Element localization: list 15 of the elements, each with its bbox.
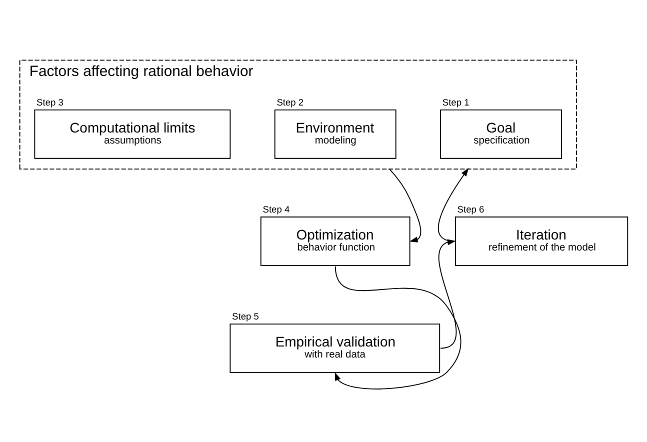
node-label: Step 4 <box>262 204 290 214</box>
node-label: Step 6 <box>457 204 484 214</box>
arrow <box>438 168 469 242</box>
node-label: Step 1 <box>442 97 470 108</box>
node-box: Environment modeling <box>274 110 396 159</box>
node-box: Goal specification <box>440 110 562 159</box>
node-box: Iteration refinement of the model <box>454 216 628 266</box>
arrow <box>389 168 422 242</box>
node-box: Computational limits assumptions <box>34 110 231 159</box>
node-box: Optimization behavior function <box>260 216 410 266</box>
node-label: Step 3 <box>36 97 64 108</box>
node-box: Empirical validation with real data <box>230 324 440 373</box>
node-label: Step 2 <box>276 97 304 108</box>
arrow <box>334 266 462 390</box>
node-label: Step 5 <box>232 311 259 322</box>
